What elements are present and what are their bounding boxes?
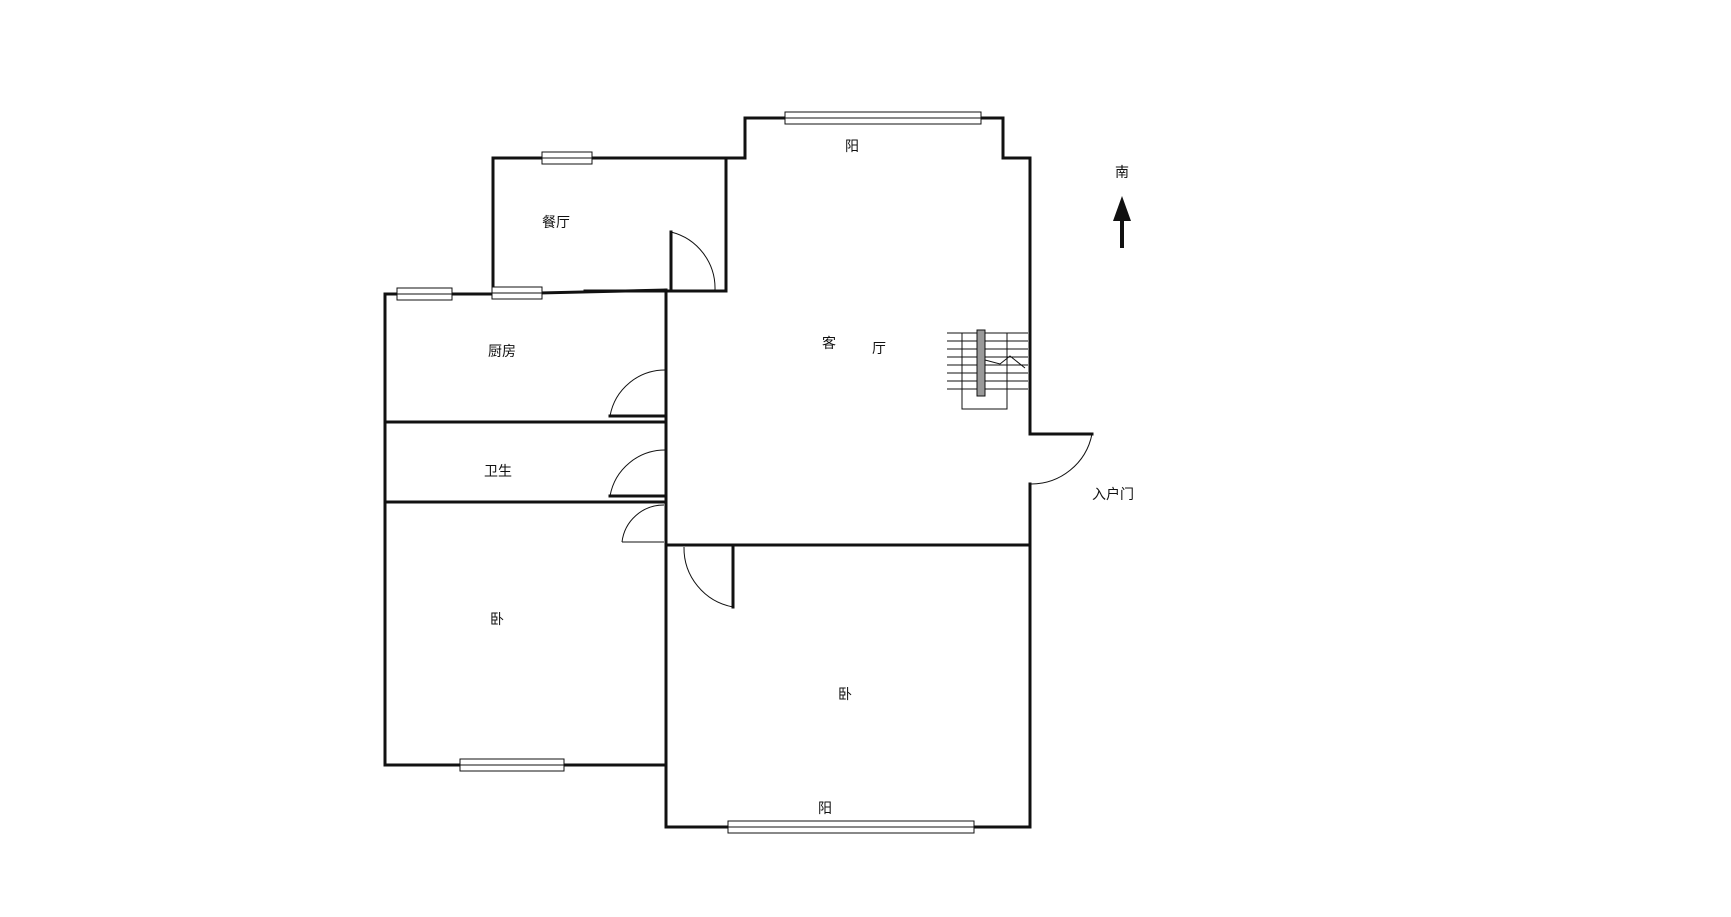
- top-balcony-label: 阳: [845, 139, 859, 155]
- kitchen-walls: [383, 288, 668, 767]
- staircase: [947, 329, 1028, 410]
- dining-door: [669, 230, 716, 292]
- bathroom-label: 卫生: [484, 464, 512, 480]
- left-bedroom-label: 卧: [490, 612, 504, 628]
- living-room-label-1: 客: [822, 336, 836, 352]
- right-bedroom-door: [683, 545, 735, 609]
- kitchen-door: [608, 369, 668, 418]
- entrance-door: [1028, 432, 1094, 485]
- bottom-balcony-label: 阳: [818, 801, 832, 817]
- living-room-label-2: 厅: [872, 341, 886, 357]
- living-room-walls: [664, 116, 1032, 547]
- kitchen-label: 厨房: [488, 344, 516, 360]
- bathroom-door: [608, 449, 668, 498]
- north-arrow-icon: [1113, 196, 1131, 248]
- dining-room-label: 餐厅: [542, 215, 570, 231]
- dining-room-walls: [491, 156, 728, 293]
- compass-label: 南: [1115, 165, 1129, 181]
- right-bedroom-label: 卧: [838, 687, 852, 703]
- left-bedroom-door: [621, 504, 665, 543]
- entrance-door-label: 入户门: [1092, 487, 1134, 503]
